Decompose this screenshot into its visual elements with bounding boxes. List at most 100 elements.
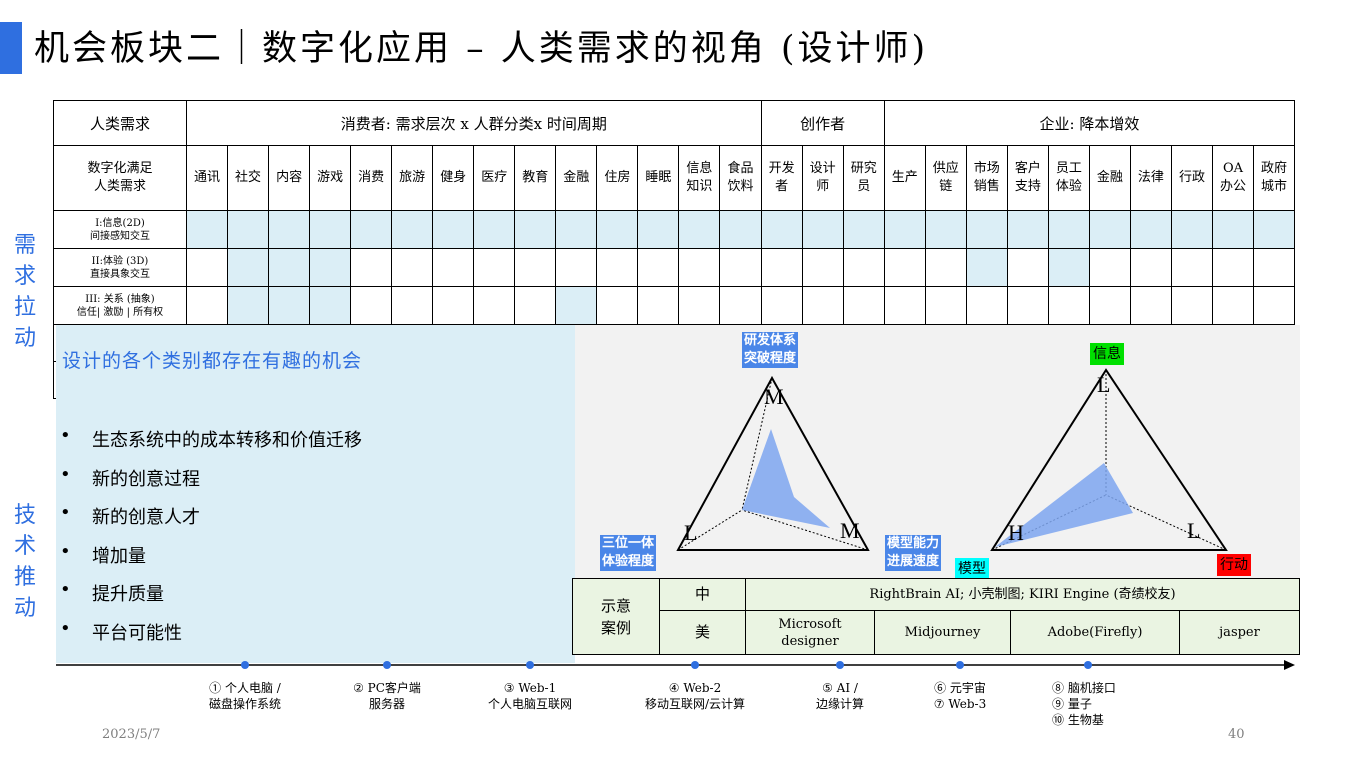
tag-line: 模型能力 <box>887 536 940 551</box>
column-header: 法律 <box>1129 145 1172 211</box>
column-header-line: 开发 <box>768 161 795 176</box>
table-cell <box>1211 248 1255 287</box>
column-header: 客户支持 <box>1006 145 1049 211</box>
timeline-label-line: ⑨ 量子 <box>1052 697 1092 711</box>
radar-right-letter-top: L <box>1097 372 1110 397</box>
column-header-line: 行政 <box>1178 170 1205 185</box>
table-cell <box>1253 248 1296 287</box>
table-cell <box>350 210 393 249</box>
example-us-value: Microsoft designer <box>745 610 875 655</box>
table-cell <box>1047 210 1090 249</box>
column-header-line: 客户 <box>1014 161 1041 176</box>
radar-left-letter-left: L <box>684 520 697 545</box>
example-us-line: Microsoft <box>778 616 842 632</box>
column-header: 住房 <box>596 145 639 211</box>
table-row: II:体验 (3D)直接具象交互 <box>53 248 1296 287</box>
radar-right-letter-right: L <box>1187 518 1200 543</box>
column-header-line: 研究 <box>850 161 877 176</box>
tag-line: 体验程度 <box>602 554 655 569</box>
timeline-label-line: ② PC客户端 <box>353 681 421 695</box>
table-cell <box>185 210 229 249</box>
side-char: 推 <box>13 565 36 590</box>
side-label-tech-push: 技 术 推 动 <box>12 500 38 624</box>
side-char: 拉 <box>13 295 36 320</box>
table-cell <box>1211 286 1255 325</box>
side-char: 动 <box>13 596 36 621</box>
table-cell <box>924 210 967 249</box>
table-cell <box>1006 210 1049 249</box>
timeline-label: ⑤ AI / 边缘计算 <box>790 680 890 712</box>
table-cell <box>801 248 844 287</box>
row-header-line: 人类需求 <box>93 179 146 194</box>
column-header: 内容 <box>268 145 311 211</box>
timeline-dot <box>526 661 534 669</box>
page-number: 40 <box>1228 727 1245 742</box>
tag-line: 研发体系 <box>744 333 797 348</box>
table-cell <box>596 286 639 325</box>
column-header: 食品饮料 <box>719 145 762 211</box>
tag-line: 突破程度 <box>744 351 797 366</box>
list-item: 增加量 <box>60 541 362 581</box>
row-label-line: II:体验 (3D) <box>91 255 149 267</box>
group-enterprise-header: 企业: 降本增效 <box>883 100 1296 146</box>
timeline-label-line: 磁盘操作系统 <box>208 697 281 711</box>
column-header-line: 社交 <box>235 170 262 185</box>
timeline-dot <box>691 661 699 669</box>
side-char: 需 <box>13 233 36 258</box>
table-cell <box>1253 286 1296 325</box>
column-header-line: 城市 <box>1261 179 1288 194</box>
group-consumer-header: 消费者: 需求层次 x 人群分类x 时间周期 <box>186 100 762 146</box>
table-cell <box>637 248 680 287</box>
timeline-dot <box>383 661 391 669</box>
row-label: II:体验 (3D)直接具象交互 <box>53 248 187 287</box>
column-header-line: 游戏 <box>317 170 344 185</box>
radar-left-triangle <box>676 375 870 551</box>
timeline-label: ② PC客户端 服务器 <box>337 680 437 712</box>
list-item: 新的创意人才 <box>60 502 362 542</box>
timeline-label: ⑧ 脑机接口 ⑨ 量子 ⑩ 生物基 <box>1052 680 1116 728</box>
column-header: 健身 <box>432 145 475 211</box>
example-us-value: Midjourney <box>874 610 1011 655</box>
timeline-label-line: 边缘计算 <box>815 697 864 711</box>
table-cell <box>555 286 598 325</box>
column-header-line: 健身 <box>440 170 467 185</box>
column-header-line: 睡眠 <box>645 170 672 185</box>
column-header-line: 链 <box>939 179 953 194</box>
table-cell <box>1170 286 1213 325</box>
radar-left-tag-right: 模型能力 进展速度 <box>885 535 942 571</box>
group-creator-header: 创作者 <box>760 100 885 146</box>
timeline-dot <box>956 661 964 669</box>
example-row-label-cn: 中 <box>659 578 746 611</box>
table-cell <box>350 286 393 325</box>
row-label-line: 间接感知交互 <box>90 230 150 242</box>
table-cell <box>883 210 926 249</box>
panel-heading: 设计的各个类别都存在有趣的机会 <box>62 350 363 372</box>
table-cell <box>719 248 762 287</box>
table-cell <box>514 210 557 249</box>
radar-right-tag-left: 模型 <box>955 558 989 580</box>
timeline-label-line: ⑦ Web-3 <box>933 697 987 711</box>
side-char: 技 <box>13 503 36 528</box>
column-header-line: 食品 <box>727 161 754 176</box>
column-header: 设计师 <box>801 145 844 211</box>
timeline-label: ⑥ 元宇宙 ⑦ Web-3 <box>910 680 1010 712</box>
timeline-arrowhead <box>1284 660 1295 670</box>
side-char: 动 <box>13 326 36 351</box>
timeline-label: ④ Web-2 移动互联网/云计算 <box>630 680 760 712</box>
column-header: 政府城市 <box>1253 145 1296 211</box>
column-header: 行政 <box>1170 145 1213 211</box>
example-label-line: 示意 <box>600 596 631 615</box>
column-header-line: 师 <box>816 179 830 194</box>
timeline-label-line: ⑤ AI / <box>822 681 858 695</box>
row-label-line: 信任| 激励 | 所有权 <box>76 306 164 318</box>
radar-left-area <box>742 429 830 528</box>
row-label: I:信息(2D)间接感知交互 <box>53 210 187 249</box>
timeline-label-line: ⑩ 生物基 <box>1052 713 1104 727</box>
radar-left-tag-top: 研发体系 突破程度 <box>742 332 799 368</box>
list-item: 新的创意过程 <box>60 464 362 504</box>
table-cell <box>760 248 803 287</box>
table-cell <box>678 210 721 249</box>
timeline-dot <box>241 661 249 669</box>
table-cell <box>432 210 475 249</box>
timeline-label-line: 个人电脑互联网 <box>487 697 572 711</box>
